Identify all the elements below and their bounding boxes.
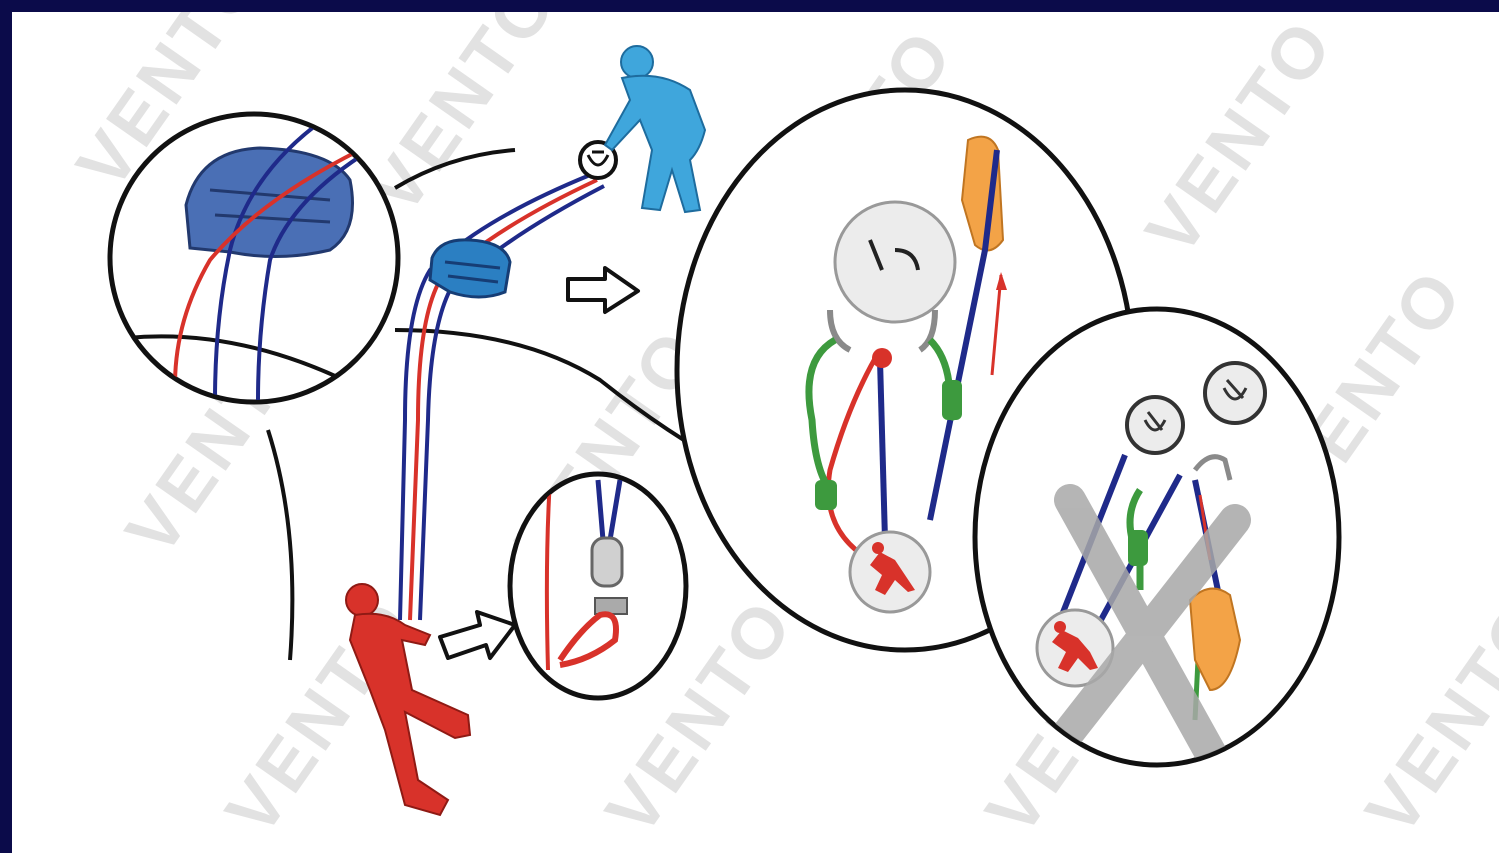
rope-bag-icon bbox=[430, 240, 510, 297]
rescuer-figure-icon bbox=[605, 46, 705, 212]
illustration-canvas: VENTO VENTO VENTO VENTO VENTO VENTO VENT… bbox=[12, 12, 1499, 853]
victim-figure-icon bbox=[850, 532, 930, 612]
watermark-text: VENTO bbox=[1351, 585, 1499, 849]
pulley-icon bbox=[835, 202, 955, 322]
rescue-diagram: VENTO VENTO VENTO VENTO VENTO VENTO VENT… bbox=[12, 12, 1499, 853]
pulley-icon bbox=[1127, 397, 1183, 453]
detail-pulley-system-incorrect bbox=[975, 309, 1339, 770]
arrow-right-icon bbox=[440, 612, 515, 658]
arrow-right-icon bbox=[568, 268, 638, 312]
detail-harness-attachment bbox=[510, 474, 686, 698]
detail-rope-bag bbox=[110, 114, 400, 410]
frame-border-top bbox=[0, 0, 1499, 12]
watermark-text: VENTO bbox=[1131, 12, 1350, 269]
frame-border-left bbox=[0, 0, 12, 853]
rope-bag-icon bbox=[186, 148, 353, 257]
pulley-icon bbox=[1205, 363, 1265, 423]
carabiner-icon bbox=[592, 538, 622, 586]
